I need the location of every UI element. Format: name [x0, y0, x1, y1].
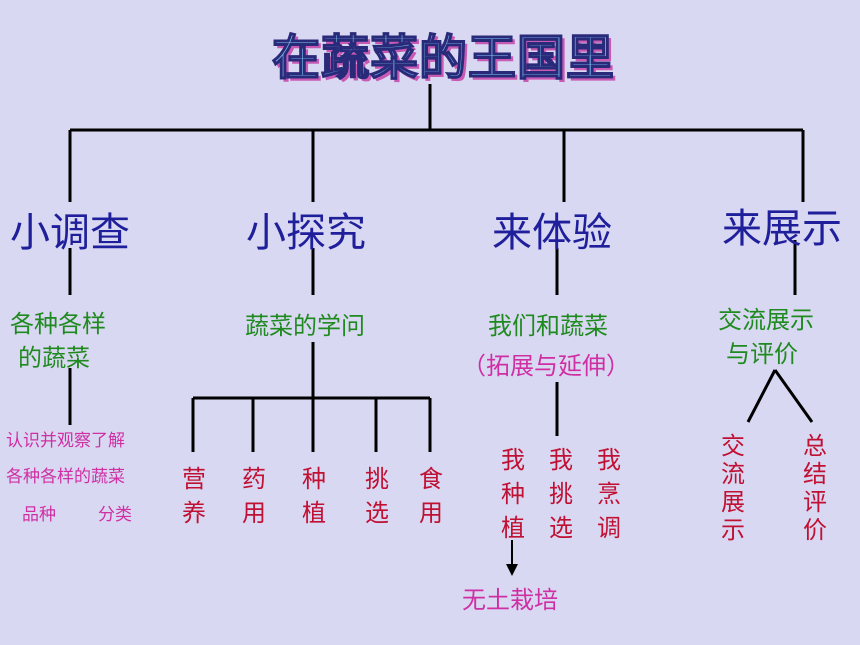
branch3-sub-line2: （拓展与延伸） [462, 352, 630, 380]
branch1-detail-classification: 分类 [98, 505, 132, 525]
branch3-leaf-cook: 我烹调 [597, 446, 621, 542]
branch1-sub-line1: 各种各样 [10, 310, 106, 338]
branch3-arrow-head [506, 564, 518, 576]
category-explore: 小探究 [246, 210, 366, 256]
branch1-detail-variety: 品种 [22, 505, 56, 525]
category-experience: 来体验 [492, 210, 612, 256]
branch1-detail-line1: 认识并观察了解 [6, 431, 125, 451]
branch2-leaf-eating: 食用 [419, 465, 443, 527]
branch1-detail-line2: 各种各样的蔬菜 [6, 467, 125, 487]
branch4-fork-right [773, 369, 814, 423]
branch4-fork-left [746, 369, 777, 423]
branch3-soilless: 无土栽培 [462, 586, 558, 614]
diagram-title: 在蔬菜的王国里 [271, 29, 616, 87]
branch2-leaf-selecting: 挑选 [365, 465, 389, 527]
branch2-leaf-nutrition: 营养 [182, 465, 206, 527]
branch4-sub-line2: 与评价 [726, 340, 798, 368]
branch4-leaf-summary: 总结评价 [803, 432, 827, 544]
branch2-leaf-medicinal: 药用 [242, 465, 266, 527]
branch4-sub-line1: 交流展示 [718, 306, 814, 334]
category-showcase: 来展示 [722, 206, 842, 252]
branch3-leaf-select: 我挑选 [549, 446, 573, 542]
category-survey: 小调查 [10, 210, 130, 256]
branch4-leaf-exchange: 交流展示 [721, 432, 745, 544]
branch1-sub-line2: 的蔬菜 [18, 344, 90, 372]
branch2-leaf-planting: 种植 [302, 465, 326, 527]
branch2-sub: 蔬菜的学问 [245, 312, 365, 340]
branch3-sub-line1: 我们和蔬菜 [488, 312, 608, 340]
branch3-leaf-plant: 我种植 [501, 446, 525, 542]
